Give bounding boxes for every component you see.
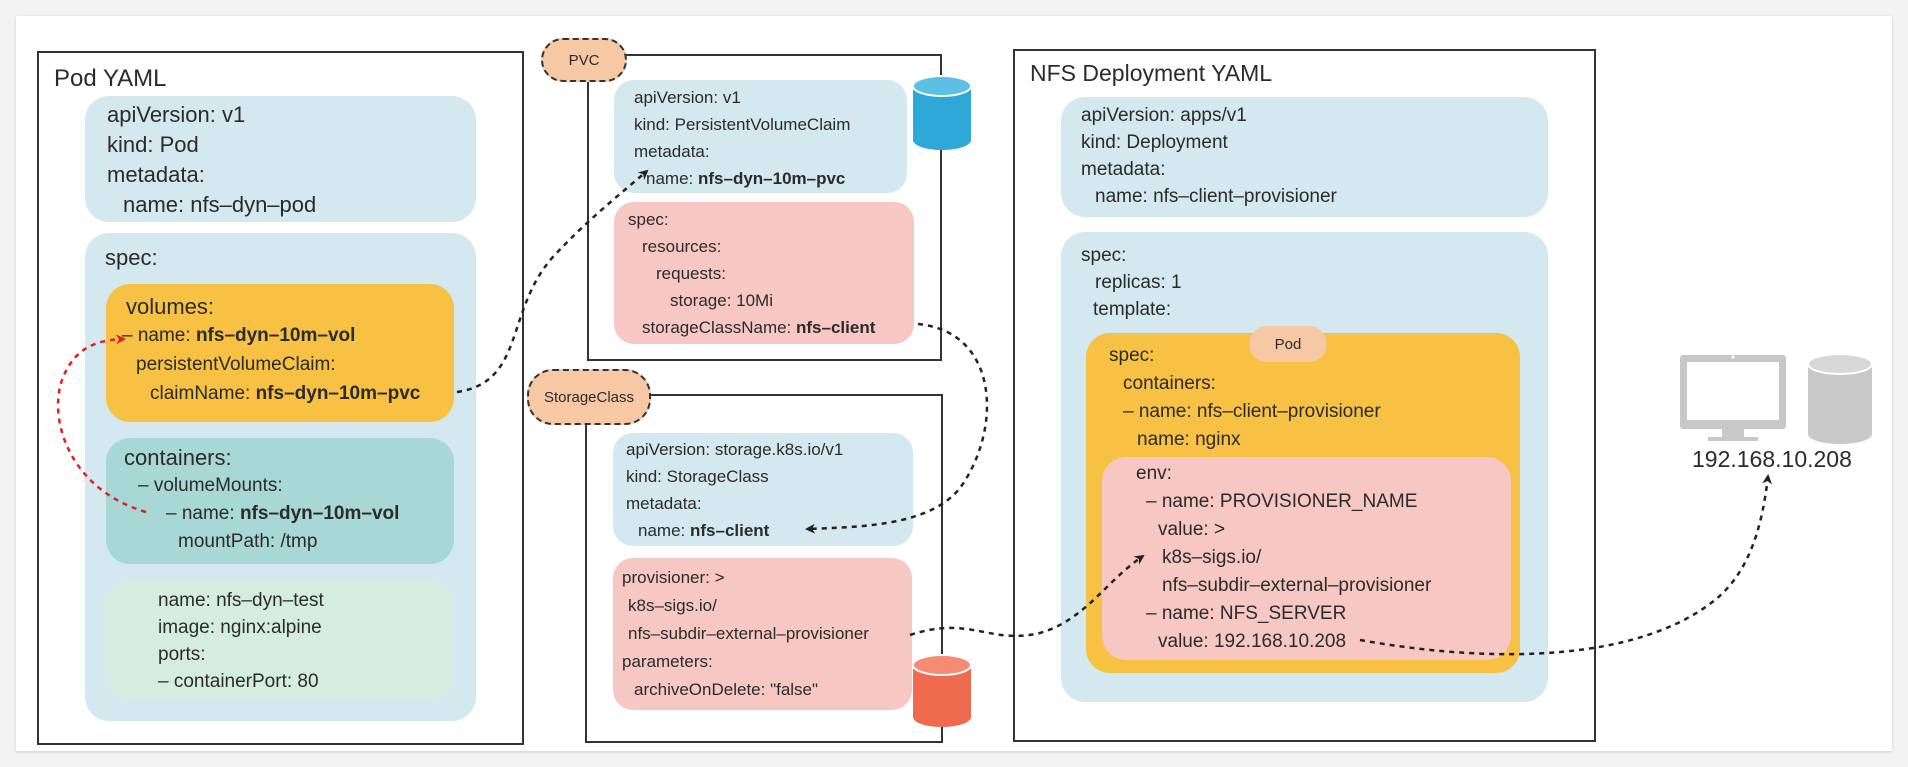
volume-name-line: – name: nfs–dyn–10m–vol (122, 325, 356, 346)
pvc-requests: requests: (656, 264, 726, 283)
env-nfs-server-key: – name: NFS_SERVER (1146, 603, 1347, 624)
deploy-api-version: apiVersion: apps/v1 (1081, 105, 1247, 126)
env-provisioner-value-domain: k8s–sigs.io/ (1162, 547, 1262, 568)
mount-path-line: mountPath: /tmp (178, 531, 318, 552)
deploy-template-label: template: (1093, 299, 1172, 320)
container-ports-label: ports: (158, 644, 206, 665)
mount-name-line: – name: nfs–dyn–10m–vol (166, 503, 400, 524)
pvc-metadata-label: metadata: (634, 142, 710, 161)
pod-container-detail-box: name: nfs–dyn–test image: nginx:alpine p… (106, 580, 454, 700)
deploy-pod-spec-label: spec: (1109, 345, 1155, 366)
deployment-env-box: env: – name: PROVISIONER_NAME value: > k… (1102, 457, 1511, 660)
sc-metadata-label: metadata: (626, 494, 702, 513)
pvc-kind: kind: PersistentVolumeClaim (634, 115, 851, 134)
deploy-replicas: replicas: 1 (1095, 272, 1182, 293)
deploy-container-image-name: name: nginx (1137, 429, 1241, 450)
pvc-metadata-box: apiVersion: v1 kind: PersistentVolumeCla… (614, 80, 907, 193)
container-image: image: nginx:alpine (158, 617, 322, 638)
container-port: – containerPort: 80 (158, 671, 319, 692)
volume-mounts-line: – volumeMounts: (138, 475, 283, 496)
deploy-metadata-label: metadata: (1081, 159, 1166, 180)
env-label: env: (1136, 463, 1172, 484)
pod-metadata-box: apiVersion: v1 kind: Pod metadata: name:… (85, 96, 476, 222)
deploy-containers-label: containers: (1123, 373, 1216, 394)
pod-metadata-label: metadata: (107, 162, 205, 187)
sc-provisioner-domain: k8s–sigs.io/ (628, 596, 717, 615)
sc-archive-on-delete: archiveOnDelete: "false" (634, 680, 819, 699)
deployment-metadata-box: apiVersion: apps/v1 kind: Deployment met… (1061, 97, 1548, 217)
deployment-pod-tag: Pod (1249, 326, 1327, 362)
env-provisioner-value-name: nfs–subdir–external–provisioner (1162, 575, 1432, 596)
deployment-yaml-title: NFS Deployment YAML (1030, 60, 1273, 86)
container-name: name: nfs–dyn–test (158, 590, 324, 611)
storageclass-spec-box: provisioner: > k8s–sigs.io/ nfs–subdir–e… (613, 558, 912, 710)
server-ip-label: 192.168.10.208 (1692, 446, 1852, 472)
pvc-api-version: apiVersion: v1 (634, 88, 741, 107)
deploy-name: name: nfs–client–provisioner (1095, 186, 1337, 207)
pvc-storageclass-line: storageClassName: nfs–client (642, 318, 876, 337)
env-nfs-server-value: value: 192.168.10.208 (1158, 631, 1347, 652)
sc-api-version: apiVersion: storage.k8s.io/v1 (626, 440, 844, 459)
deploy-spec-label: spec: (1081, 245, 1127, 266)
sc-provisioner-label: provisioner: > (622, 568, 725, 587)
pvc-spec-label: spec: (628, 210, 669, 229)
pod-spec-label: spec: (105, 245, 158, 270)
volumes-label: volumes: (126, 294, 215, 319)
pod-yaml-title: Pod YAML (54, 65, 167, 92)
pod-volumes-box: volumes: – name: nfs–dyn–10m–vol persist… (106, 284, 454, 422)
pod-name: name: nfs–dyn–pod (123, 192, 317, 217)
volume-pvc-line: persistentVolumeClaim: (136, 354, 336, 375)
pvc-storage: storage: 10Mi (670, 291, 773, 310)
pvc-name-line: name: nfs–dyn–10m–pvc (646, 169, 846, 188)
containers-label: containers: (124, 445, 232, 470)
env-provisioner-name-key: – name: PROVISIONER_NAME (1146, 491, 1418, 512)
storageclass-tag: StorageClass (527, 369, 651, 425)
volume-claimname-line: claimName: nfs–dyn–10m–pvc (150, 383, 421, 404)
pvc-tag: PVC (541, 38, 627, 82)
sc-name-line: name: nfs–client (638, 521, 770, 540)
sc-parameters-label: parameters: (622, 652, 713, 671)
pod-kind: kind: Pod (107, 132, 199, 157)
sc-kind: kind: StorageClass (626, 467, 769, 486)
pvc-spec-box: spec: resources: requests: storage: 10Mi… (614, 202, 914, 344)
env-provisioner-value-label: value: > (1158, 519, 1226, 540)
pod-containers-box: containers: – volumeMounts: – name: nfs–… (106, 438, 454, 564)
deploy-kind: kind: Deployment (1081, 132, 1228, 153)
sc-provisioner-name: nfs–subdir–external–provisioner (628, 624, 869, 643)
deploy-container-name: – name: nfs–client–provisioner (1123, 401, 1381, 422)
pod-api-version: apiVersion: v1 (107, 102, 246, 127)
pvc-resources: resources: (642, 237, 722, 256)
storageclass-metadata-box: apiVersion: storage.k8s.io/v1 kind: Stor… (613, 433, 913, 546)
